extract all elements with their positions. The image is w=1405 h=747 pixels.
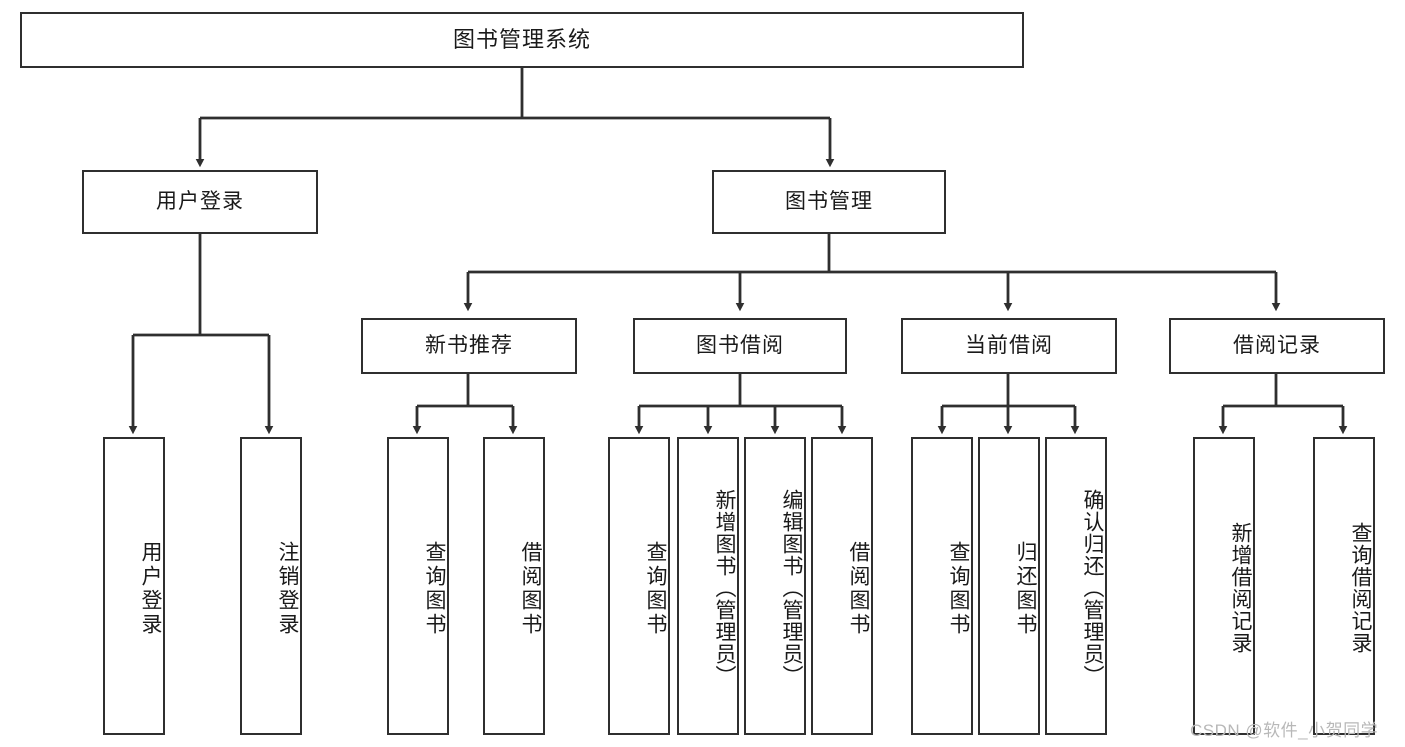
leaf-borrow-edit-book-admin[interactable]: 编辑图书（管理员） [744, 437, 806, 735]
leaf-recommend-borrow-book[interactable]: 借阅图书 [483, 437, 545, 735]
leaf-current-return-book[interactable]: 归还图书 [978, 437, 1040, 735]
leaf-borrow-add-book-admin[interactable]: 新增图书（管理员） [677, 437, 739, 735]
node-current-borrow[interactable]: 当前借阅 [901, 318, 1117, 374]
leaf-record-query-borrow-record[interactable]: 查询借阅记录 [1313, 437, 1375, 735]
leaf-current-query-book[interactable]: 查询图书 [911, 437, 973, 735]
leaf-user-login-login[interactable]: 用户登录 [103, 437, 165, 735]
node-book-borrow[interactable]: 图书借阅 [633, 318, 847, 374]
leaf-borrow-query-book[interactable]: 查询图书 [608, 437, 670, 735]
node-new-book-recommend[interactable]: 新书推荐 [361, 318, 577, 374]
leaf-user-login-logout[interactable]: 注销登录 [240, 437, 302, 735]
leaf-current-confirm-return-admin[interactable]: 确认归还（管理员） [1045, 437, 1107, 735]
node-user-login[interactable]: 用户登录 [82, 170, 318, 234]
node-book-management[interactable]: 图书管理 [712, 170, 946, 234]
node-root-system[interactable]: 图书管理系统 [20, 12, 1024, 68]
leaf-recommend-query-book[interactable]: 查询图书 [387, 437, 449, 735]
leaf-borrow-borrow-book[interactable]: 借阅图书 [811, 437, 873, 735]
watermark-text: CSDN @软件_小贺同学 [1190, 721, 1379, 740]
node-borrow-record[interactable]: 借阅记录 [1169, 318, 1385, 374]
leaf-record-add-borrow-record[interactable]: 新增借阅记录 [1193, 437, 1255, 735]
